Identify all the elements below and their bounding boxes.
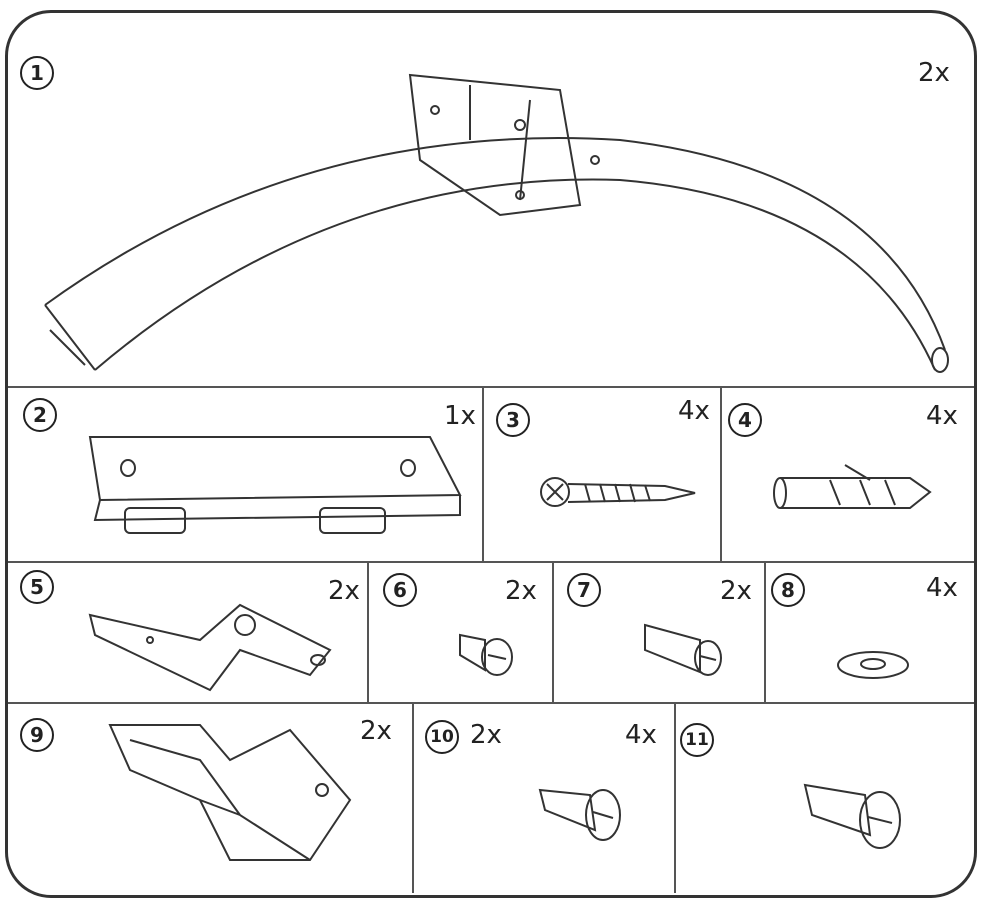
divider [764,562,766,703]
divider [412,703,414,893]
part-5-bracket [88,603,332,692]
divider [8,702,974,704]
part-11-bolt [803,783,901,849]
divider [367,562,369,703]
part-2-bracket [88,436,462,534]
part-number-2: 2 [23,398,57,432]
part-6-bolt [459,633,513,676]
part-number-4: 4 [728,403,762,437]
part-4-wall-plug [773,464,932,509]
part-8-washer [837,651,909,679]
divider [720,387,722,562]
divider [8,386,974,388]
divider [8,561,974,563]
quantity-10: 2x [470,720,502,750]
quantity-7: 2x [720,576,752,606]
part-number-8: 8 [771,573,805,607]
divider [482,387,484,562]
quantity-4: 4x [926,401,958,431]
quantity-3: 4x [678,396,710,426]
part-number-10: 10 [425,720,459,754]
part-7-bolt [644,623,722,676]
part-number-6: 6 [383,573,417,607]
divider [552,562,554,703]
part-number-11: 11 [680,723,714,757]
divider [674,703,676,893]
part-3-screw [540,477,696,507]
part-9-foot [108,724,352,861]
quantity-10-extra: 4x [625,720,657,750]
part-number-3: 3 [496,403,530,437]
quantity-8: 4x [926,573,958,603]
quantity-6: 2x [505,576,537,606]
diagram-frame [5,10,977,898]
part-10-bolt [538,788,621,841]
quantity-2: 1x [444,401,476,431]
part-number-5: 5 [20,570,54,604]
part-number-1: 1 [20,56,54,90]
part-1-curved-leg [44,73,949,373]
quantity-9: 2x [360,716,392,746]
part-number-7: 7 [567,573,601,607]
quantity-1: 2x [918,58,950,88]
quantity-5: 2x [328,576,360,606]
part-number-9: 9 [20,718,54,752]
